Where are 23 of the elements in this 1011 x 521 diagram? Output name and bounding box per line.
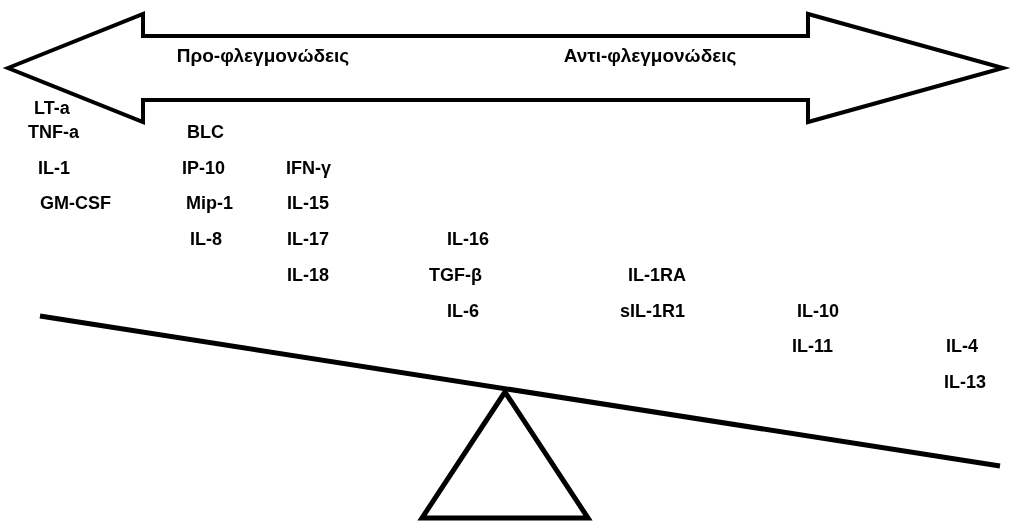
cytokine-label: GM-CSF <box>40 192 111 214</box>
cytokine-label: TGF-β <box>429 264 482 286</box>
cytokine-label: IL-10 <box>797 300 839 322</box>
cytokine-label: LT-a <box>34 97 70 119</box>
cytokine-label: IP-10 <box>182 157 226 179</box>
cytokine-label: IL-1 <box>38 157 70 179</box>
cytokine-label: IL-11 <box>792 335 834 357</box>
cytokine-label: IL-13 <box>944 371 986 393</box>
cytokine-label: IL-18 <box>287 264 329 286</box>
cytokine-label: sIL-1R1 <box>620 300 686 322</box>
arrow-label: Αντι-φλεγμονώδεις <box>563 45 737 67</box>
cytokine-label: IL-17 <box>287 228 329 250</box>
cytokine-label: IFN-γ <box>286 157 331 179</box>
cytokine-label: IL-1RA <box>628 264 686 286</box>
cytokine-label: Mip-1 <box>186 192 233 214</box>
cytokine-label: IL-8 <box>190 228 222 250</box>
cytokine-label: IL-6 <box>447 300 479 322</box>
cytokine-label: BLC <box>187 121 224 143</box>
cytokine-label: TNF-a <box>28 121 79 143</box>
arrow-label: Προ-φλεγμονώδεις <box>176 45 350 67</box>
cytokine-label: IL-15 <box>287 192 329 214</box>
cytokine-label: IL-4 <box>946 335 978 357</box>
cytokine-label: IL-16 <box>447 228 489 250</box>
